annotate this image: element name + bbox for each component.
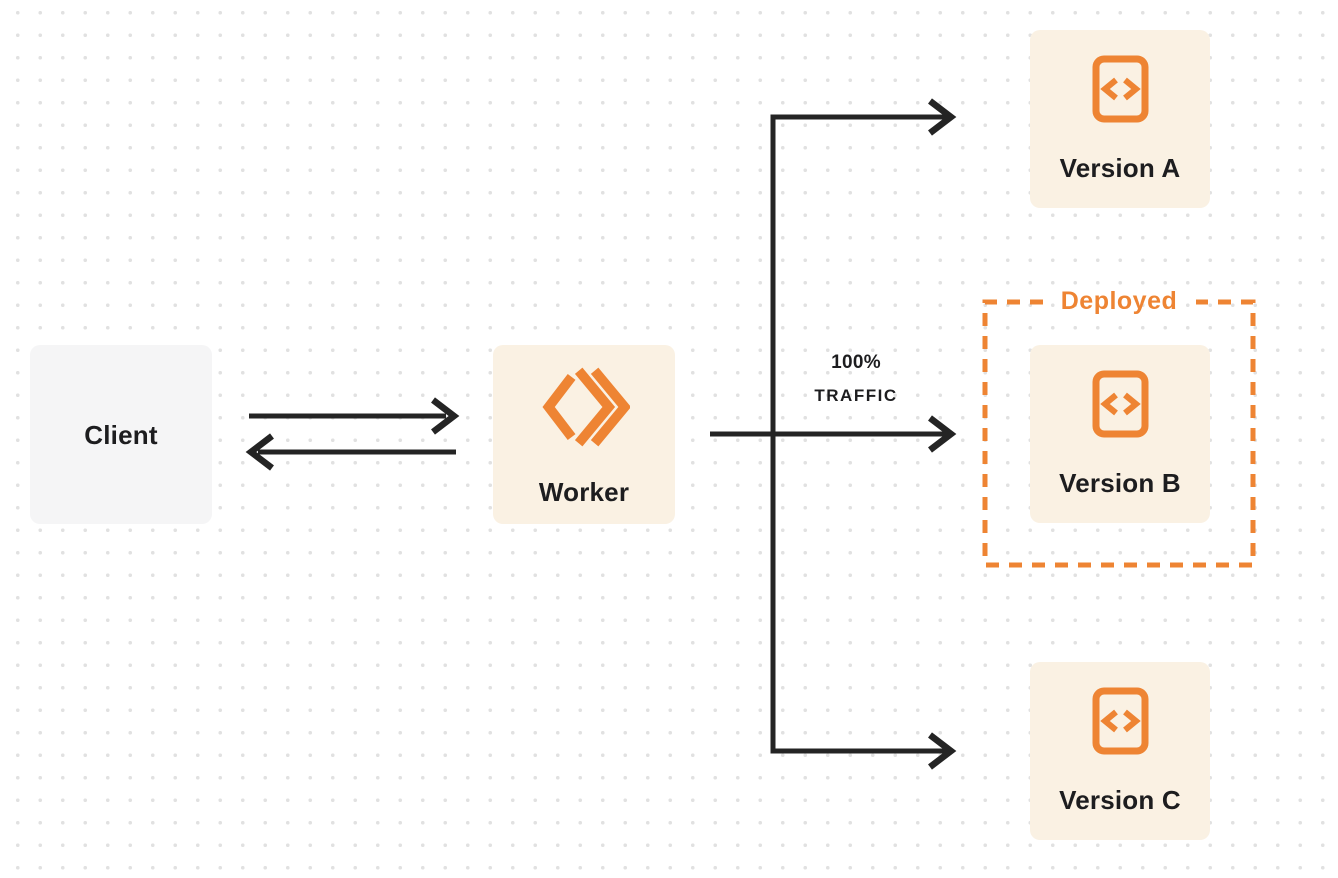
arrow-client-to-worker-head <box>431 397 460 435</box>
branch-line <box>770 114 946 754</box>
deployed-dashed-border <box>982 299 1256 568</box>
node-version-a: Version A <box>1030 30 1210 208</box>
arrow-to-version-b-head <box>928 415 957 453</box>
node-version-b: Version B <box>1030 345 1210 523</box>
traffic-word-label: TRAFFIC <box>814 386 898 405</box>
arrow-to-version-c-head <box>928 732 957 770</box>
workers-logo-icon <box>538 363 630 451</box>
node-worker: Worker <box>493 345 675 524</box>
version-a-label: Version A <box>1059 153 1181 183</box>
worker-label: Worker <box>538 476 630 507</box>
deployed-label: Deployed <box>1060 287 1178 315</box>
version-b-label: Version B <box>1059 468 1181 498</box>
client-label: Client <box>84 419 158 450</box>
code-file-icon <box>1092 370 1149 438</box>
node-client: Client <box>30 345 212 524</box>
arrow-to-version-a-head <box>928 98 957 136</box>
code-file-icon <box>1092 55 1149 123</box>
traffic-annotation: 100% TRAFFIC <box>786 351 926 406</box>
traffic-percent-label: 100% <box>831 352 881 373</box>
arrow-worker-to-client-head <box>245 433 274 471</box>
node-version-c: Version C <box>1030 662 1210 840</box>
code-file-icon <box>1092 687 1149 755</box>
version-c-label: Version C <box>1059 785 1181 815</box>
